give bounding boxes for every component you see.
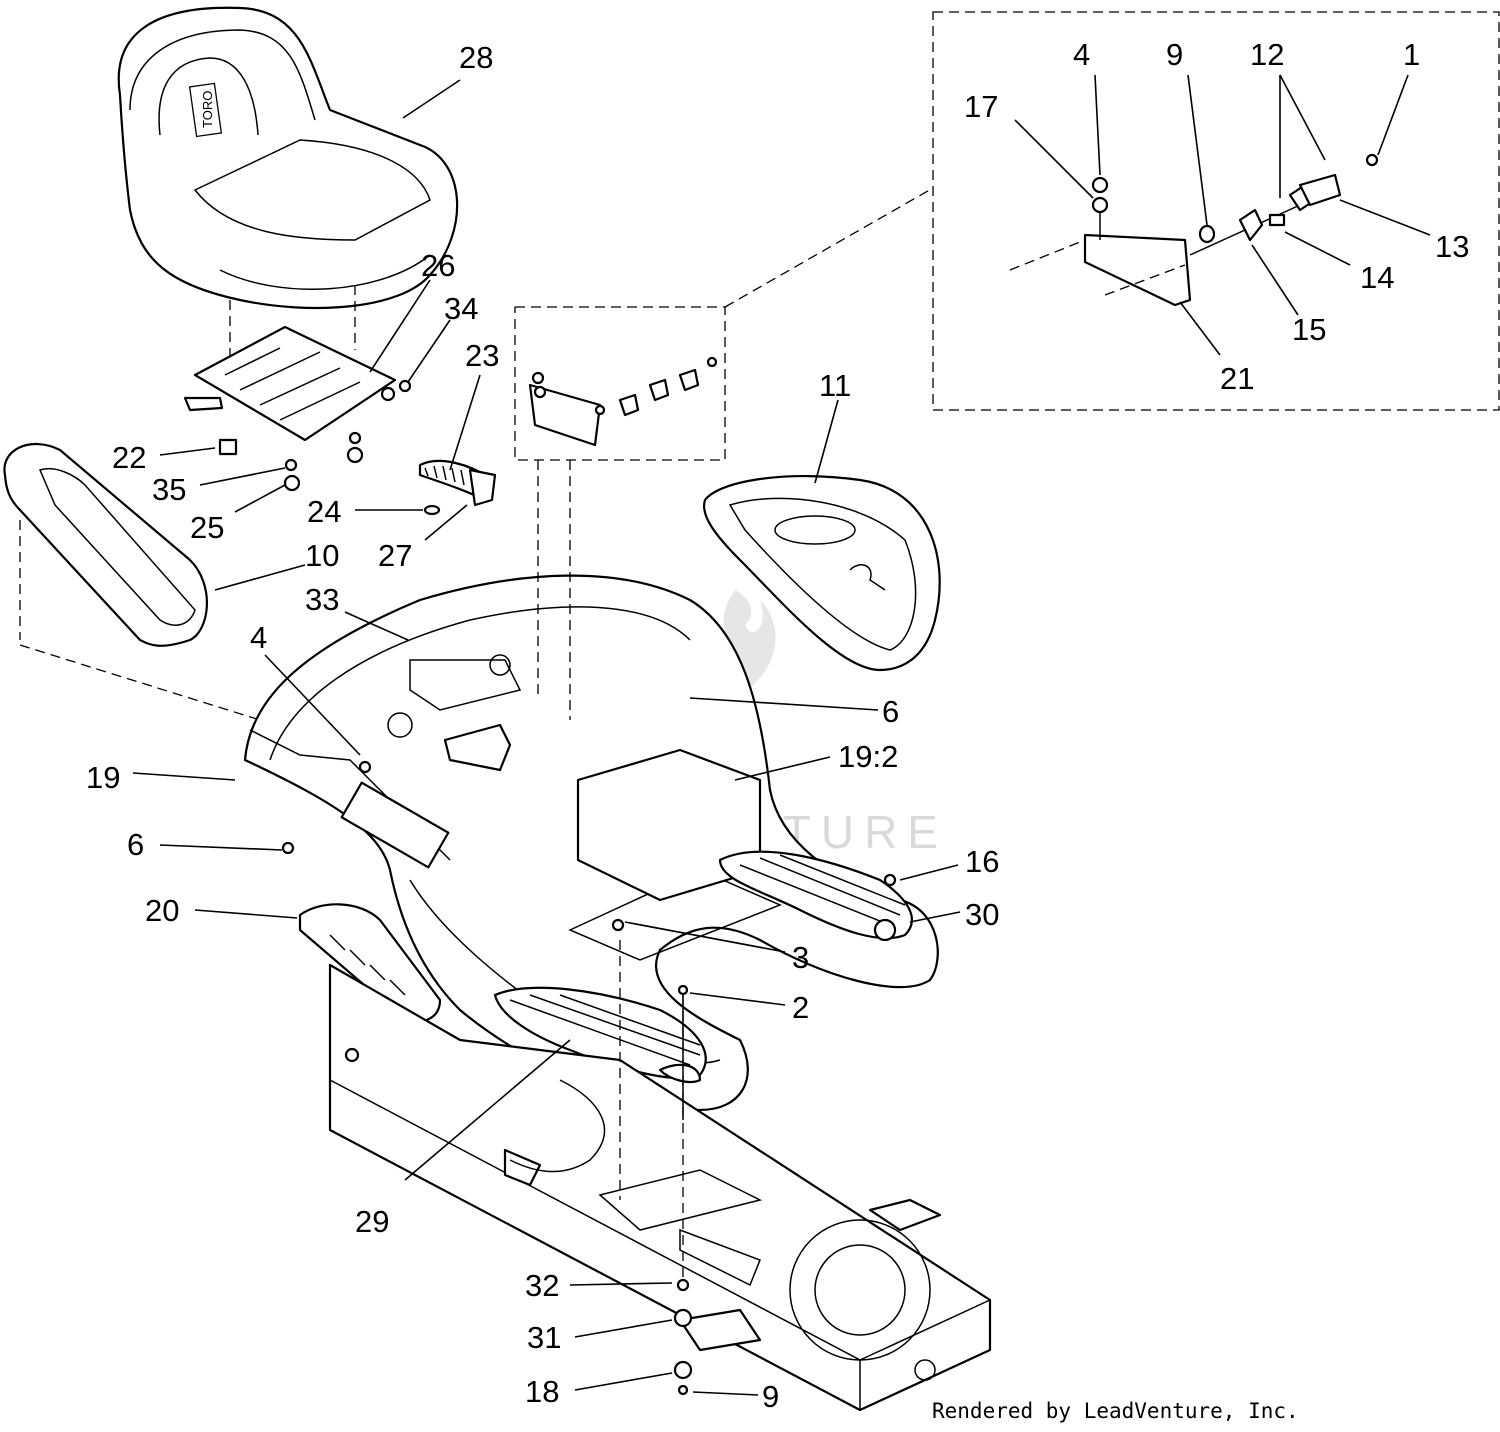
seat-logo-badge <box>188 82 223 138</box>
bracket-detail-box <box>514 306 726 461</box>
callout-1: 1 <box>1403 37 1420 72</box>
seat-plate <box>183 325 397 442</box>
seat-spring-assembly <box>418 459 497 516</box>
callout-30: 30 <box>965 897 999 932</box>
side-panel <box>249 729 451 1023</box>
callout-9a: 9 <box>762 1379 779 1414</box>
callout-29: 29 <box>355 1204 389 1239</box>
callout-13: 13 <box>1435 229 1469 264</box>
left-foot-mat <box>493 986 707 1084</box>
seat-logo-text: TORO <box>200 91 215 128</box>
credit-text: Rendered by LeadVenture, Inc. <box>932 1399 1299 1423</box>
right-foot-mat <box>718 850 913 942</box>
inset-seat-bracket <box>1009 153 1379 307</box>
seat: TORO <box>117 6 459 310</box>
callout-24: 24 <box>307 494 341 529</box>
callout-6b: 6 <box>882 694 899 729</box>
tractor-frame <box>328 963 992 1412</box>
callout-34: 34 <box>444 291 478 326</box>
callout-25: 25 <box>190 510 224 545</box>
right-armrest <box>702 475 941 672</box>
callout-9b: 9 <box>1166 37 1183 72</box>
callout-4a: 4 <box>250 620 267 655</box>
callout-16: 16 <box>965 844 999 879</box>
bracket-detail-parts <box>594 356 718 417</box>
callout-3: 3 <box>792 940 809 975</box>
detail-inset-box <box>932 11 1500 411</box>
leader-lines <box>132 74 1431 1396</box>
inset-leader-line <box>724 187 934 308</box>
callout-32: 32 <box>525 1268 559 1303</box>
callout-33: 33 <box>305 582 339 617</box>
callout-11: 11 <box>819 368 851 403</box>
callout-22: 22 <box>112 440 146 475</box>
callout-4b: 4 <box>1073 37 1090 72</box>
callout-27: 27 <box>378 538 412 573</box>
callout-12: 12 <box>1250 37 1284 72</box>
callout-2: 2 <box>792 990 809 1025</box>
callout-14: 14 <box>1360 260 1394 295</box>
left-armrest <box>3 442 261 721</box>
callout-28: 28 <box>459 40 493 75</box>
callout-17: 17 <box>964 89 998 124</box>
callout-192: 19:2 <box>838 739 898 774</box>
callout-10: 10 <box>305 538 339 573</box>
callout-21: 21 <box>1220 361 1254 396</box>
callout-20: 20 <box>145 893 179 928</box>
callout-23: 23 <box>465 338 499 373</box>
callout-26: 26 <box>421 248 455 283</box>
flame-watermark-icon <box>723 590 776 700</box>
callout-31: 31 <box>527 1320 561 1355</box>
callout-18: 18 <box>525 1374 559 1409</box>
callout-6a: 6 <box>127 827 144 862</box>
callout-35: 35 <box>152 472 186 507</box>
callout-15: 15 <box>1292 312 1326 347</box>
callout-19: 19 <box>86 760 120 795</box>
